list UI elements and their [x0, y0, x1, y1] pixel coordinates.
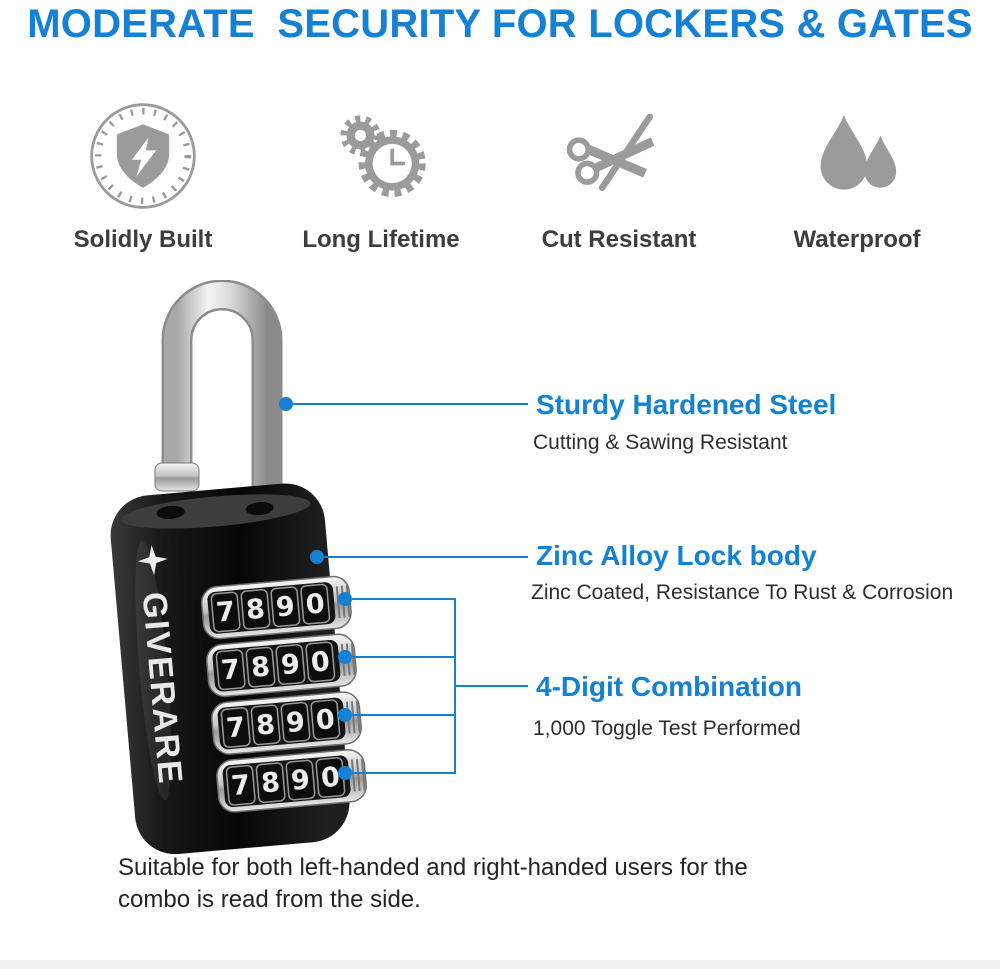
feature-label: Waterproof	[793, 226, 921, 253]
callout-bracket-line	[454, 598, 456, 774]
lock-shackle	[154, 280, 283, 535]
feature-solidly-built: Solidly Built	[30, 100, 256, 254]
dial-row[interactable]: 7 8 9 0	[205, 633, 357, 698]
dial-digit: 7	[230, 770, 251, 803]
callout-line	[352, 714, 455, 716]
callout-line	[324, 556, 528, 558]
dial-row[interactable]: 7 8 9 0	[211, 691, 363, 756]
feature-label: Long Lifetime	[302, 226, 460, 253]
dial-digit: 0	[305, 588, 326, 621]
dial-digit: 9	[285, 707, 306, 740]
callout-line	[293, 403, 528, 405]
feature-cut-resistant: Cut Resistant	[506, 100, 732, 254]
callout-sub-body: Zinc Coated, Resistance To Rust & Corros…	[531, 581, 954, 604]
footer-note: Suitable for both left-handed and right-…	[118, 854, 748, 913]
features-row: Solidly Built Long Lifetime Cu	[30, 100, 970, 254]
callout-line	[352, 598, 455, 600]
dial-digit: 8	[250, 651, 271, 684]
shackle-collar	[154, 462, 200, 492]
callout-heading-shackle: Sturdy Hardened Steel	[536, 389, 837, 420]
dial-digit: 7	[225, 712, 246, 745]
gears-clock-icon	[340, 115, 426, 198]
callout-sub-shackle: Cutting & Sawing Resistant	[533, 431, 788, 454]
callout-dot-shackle	[279, 397, 293, 411]
callout-heading-body: Zinc Alloy Lock body	[536, 540, 817, 571]
page-title: MODERATE SECURITY FOR LOCKERS & GATES	[27, 2, 973, 46]
callout-dot-dial-2	[338, 650, 352, 664]
callout-dot-dial-3	[338, 708, 352, 722]
callout-line	[456, 685, 528, 687]
callout-line	[352, 656, 455, 658]
bottom-strip	[0, 960, 1000, 969]
dial-digit: 9	[290, 764, 311, 797]
feature-label: Cut Resistant	[541, 226, 697, 253]
padlock-image: GIVERARE 7 8 9 0	[110, 280, 367, 855]
dial-digit: 8	[255, 709, 276, 742]
callout-sub-dials: 1,000 Toggle Test Performed	[533, 717, 801, 740]
callout-line	[352, 772, 455, 774]
dial-digit: 8	[245, 594, 266, 627]
no-cut-scissors-icon	[566, 113, 655, 192]
shield-bolt-icon	[90, 103, 196, 209]
feature-long-lifetime: Long Lifetime	[268, 100, 494, 254]
feature-waterproof: Waterproof	[744, 100, 970, 254]
dial-row[interactable]: 7 8 9 0	[200, 575, 352, 640]
callout-heading-dials: 4-Digit Combination	[536, 671, 802, 702]
lock-body: GIVERARE 7 8 9 0	[110, 483, 367, 855]
callout-dot-dial-4	[338, 766, 352, 780]
dial-digit: 7	[220, 654, 241, 687]
dial-digit: 0	[320, 762, 341, 795]
dial-digit: 0	[315, 704, 336, 737]
water-drops-icon	[820, 114, 897, 190]
brand-star-icon	[137, 545, 168, 576]
dial-digit: 8	[260, 767, 281, 800]
dial-digit: 7	[215, 596, 236, 629]
dial-digit: 9	[280, 649, 301, 682]
dial-digit: 0	[310, 646, 331, 679]
dial-digit: 9	[275, 591, 296, 624]
callout-dot-body	[310, 550, 324, 564]
feature-label: Solidly Built	[73, 226, 213, 253]
callout-dot-dial-1	[338, 592, 352, 606]
